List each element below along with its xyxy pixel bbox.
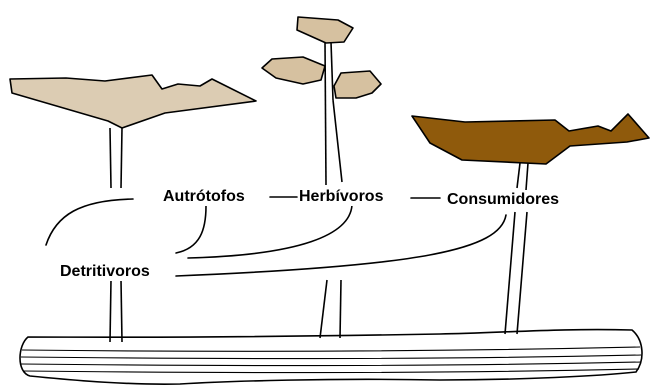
label-autrotofos: Autrótofos <box>162 188 246 206</box>
line-herbivoros-to-detritivoros <box>188 205 352 258</box>
label-herbivoros: Herbívoros <box>298 188 384 206</box>
line-detritivoros-to-autrotofos-arc <box>46 199 133 245</box>
left-tree-trunk <box>110 128 122 342</box>
left-tree-canopy <box>10 75 256 128</box>
left-leaf <box>262 57 325 84</box>
right-tree-trunk <box>505 163 528 334</box>
line-consumidores-to-detritivoros <box>176 215 506 276</box>
label-detritivoros: Detritivoros <box>59 263 151 281</box>
right-leaf <box>334 71 381 98</box>
top-leaf <box>297 17 353 43</box>
right-tree-canopy <box>412 114 649 164</box>
fallen-log <box>20 330 642 385</box>
middle-tree-leaves <box>262 17 381 98</box>
line-autrotofos-to-detritivoros <box>176 206 206 253</box>
label-consumidores: Consumidores <box>446 191 560 209</box>
